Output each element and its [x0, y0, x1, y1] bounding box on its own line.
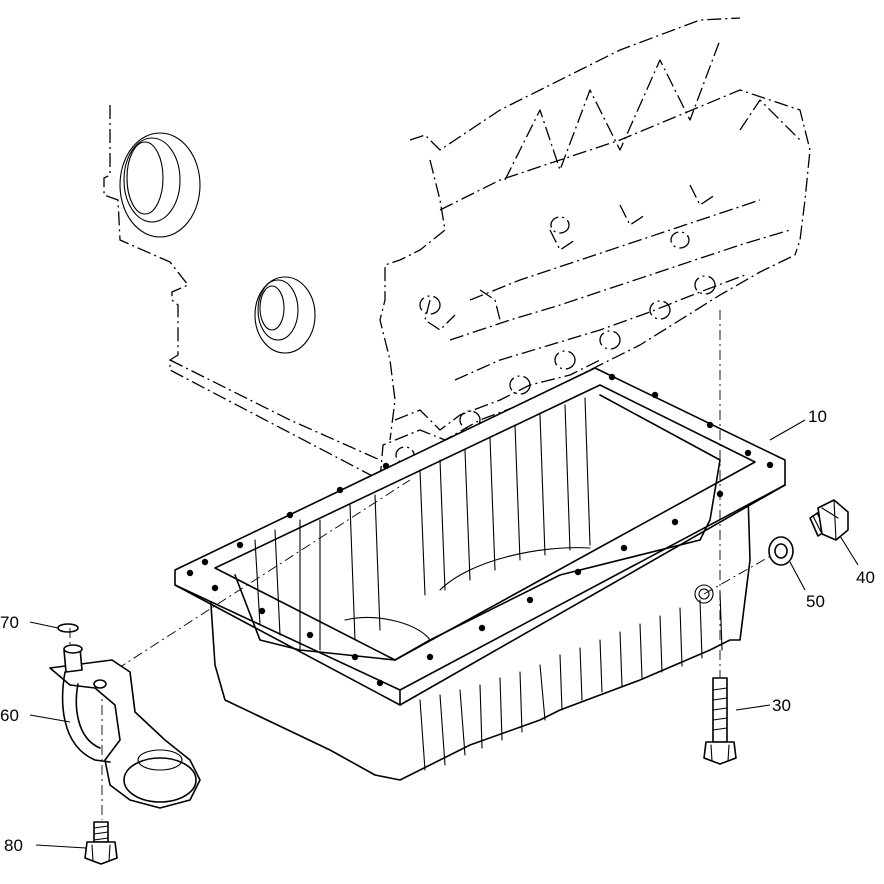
bolt-80: [84, 821, 118, 865]
callout-10: 10: [808, 407, 827, 426]
callout-30: 30: [772, 696, 791, 715]
callout-60: 60: [0, 706, 19, 725]
callout-70: 70: [0, 613, 19, 632]
engine-block-phantom: [103, 17, 811, 481]
o-ring-70: [57, 623, 79, 633]
oil-pan: [174, 367, 786, 781]
drain-plug-40: [809, 499, 849, 541]
callout-40: 40: [856, 568, 875, 587]
leader-lines: [29, 419, 859, 849]
gasket-washer-50: [768, 536, 794, 566]
callout-80: 80: [4, 836, 23, 855]
bolt-30: [703, 677, 737, 765]
oil-strainer-60: [49, 644, 201, 809]
callout-50: 50: [806, 592, 825, 611]
